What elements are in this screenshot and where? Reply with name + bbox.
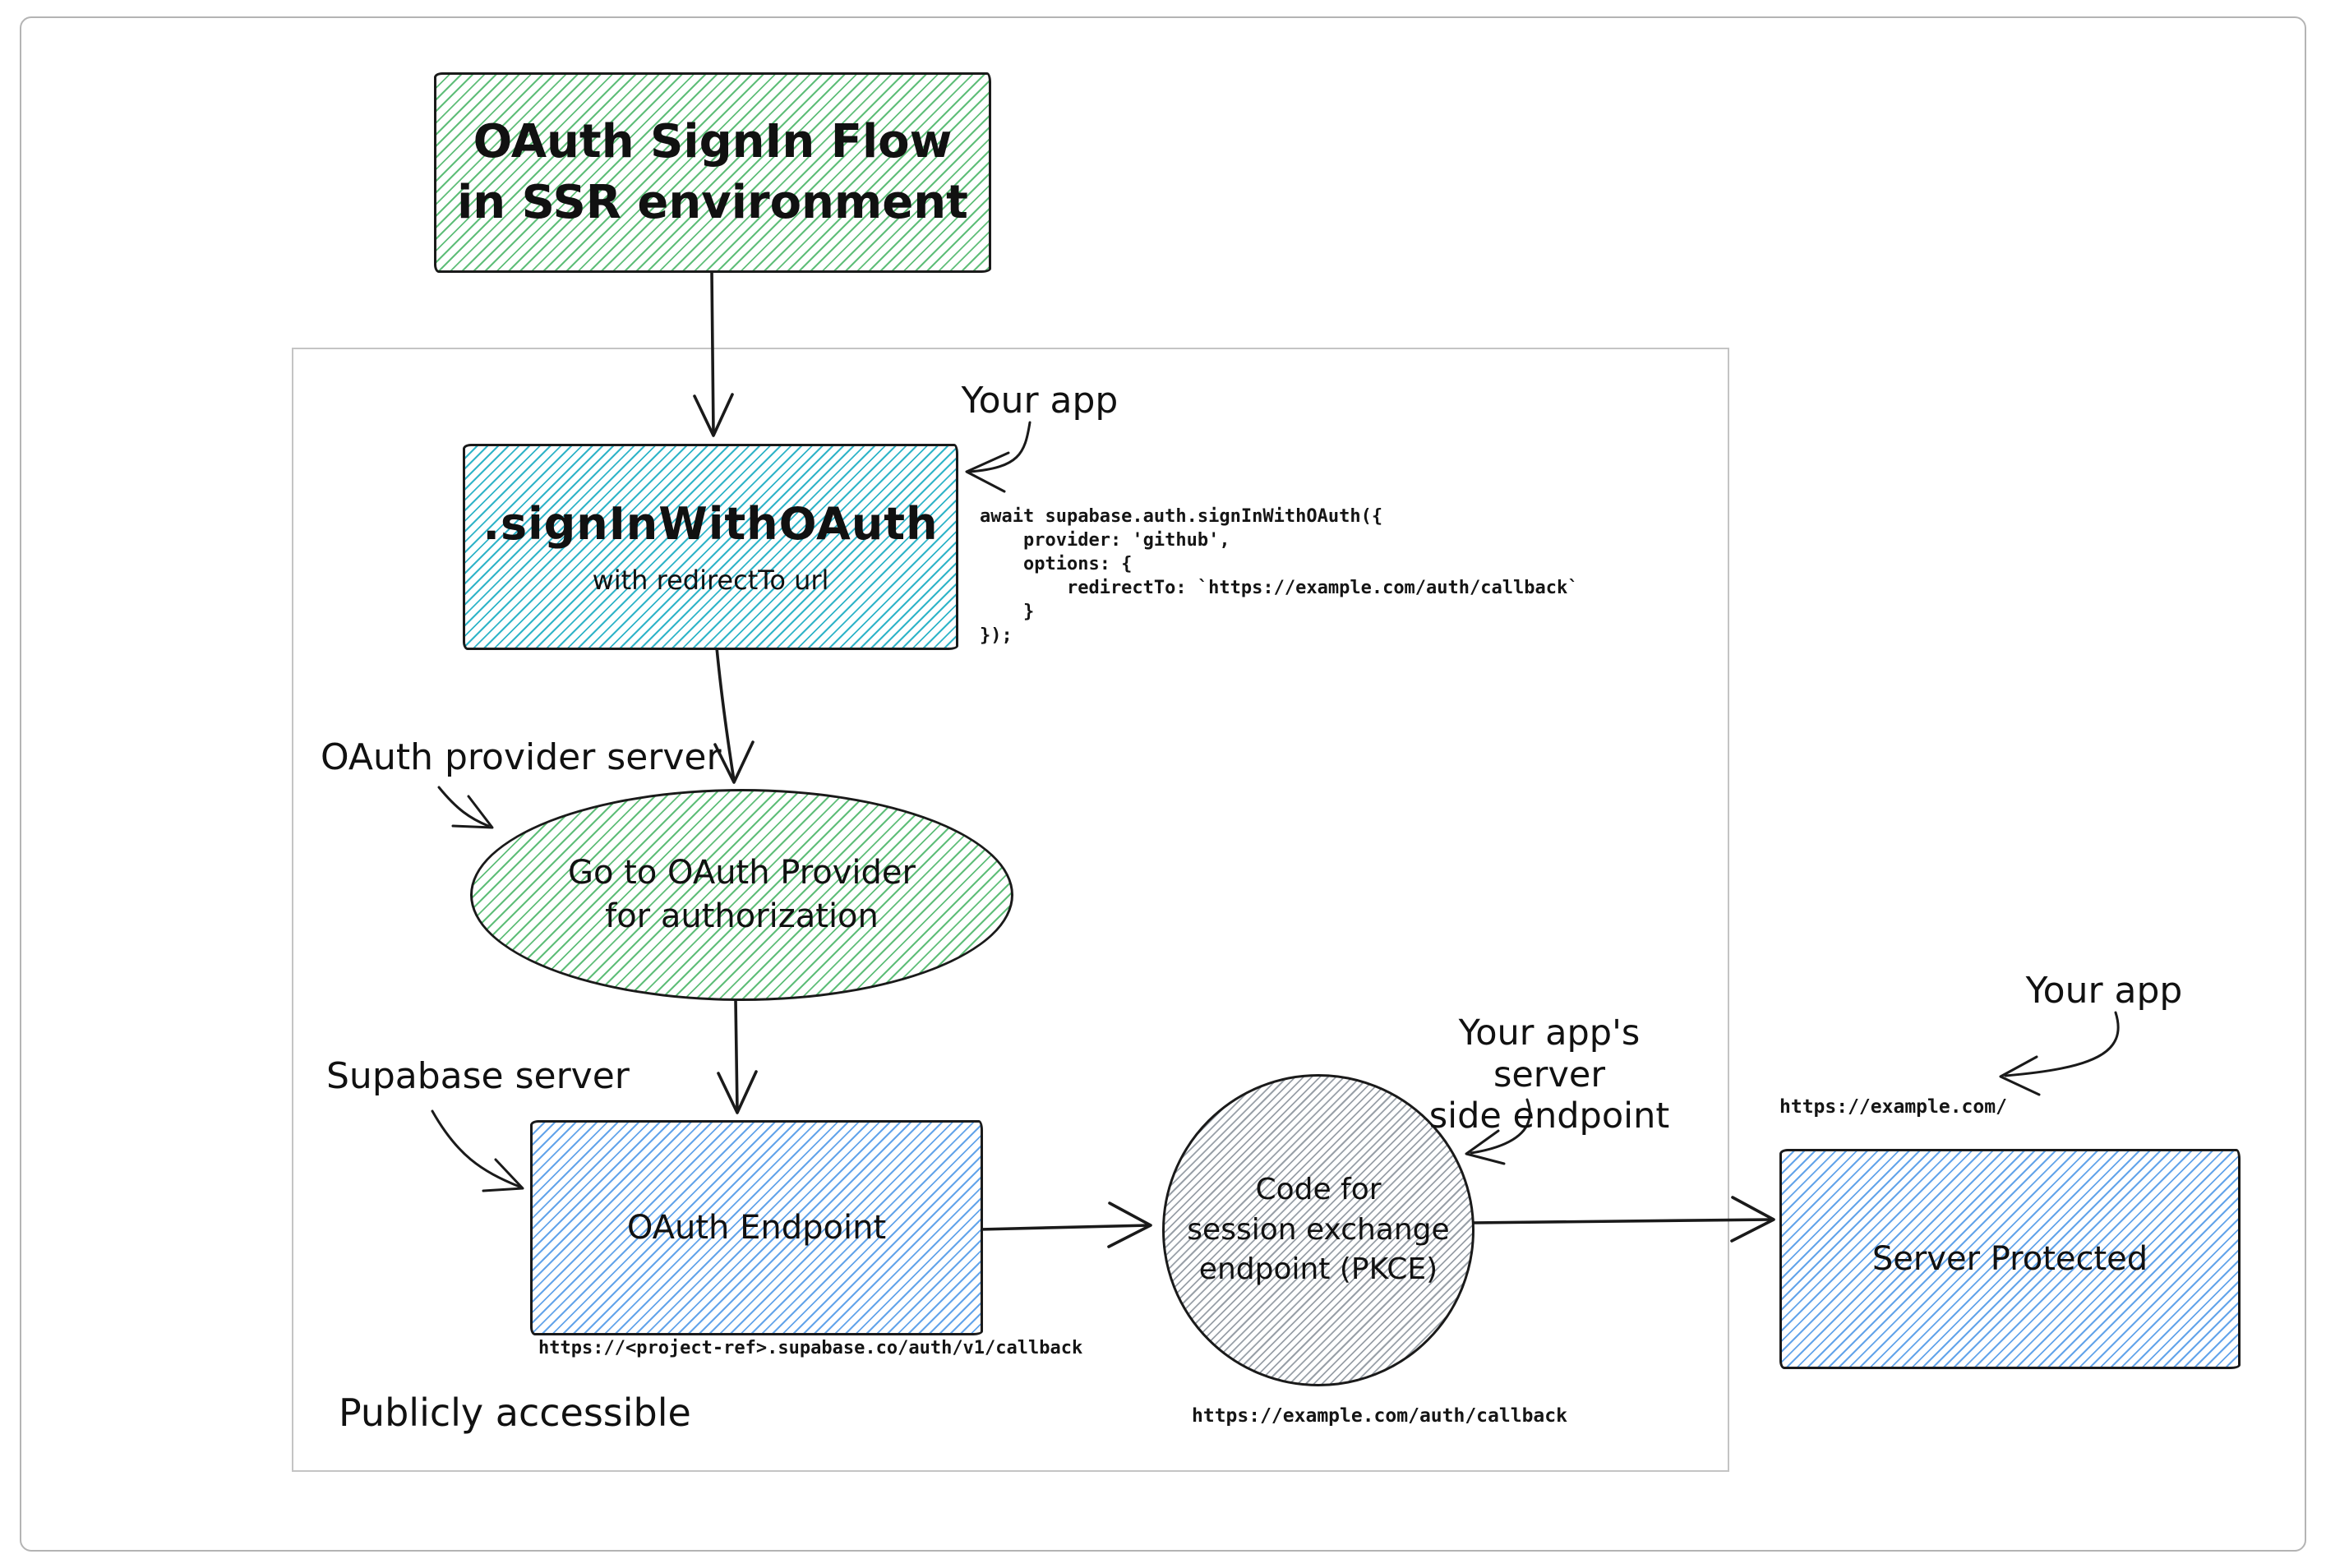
pkce-line-2: session exchange	[1187, 1212, 1450, 1247]
label-publicly-accessible: Publicly accessible	[339, 1390, 691, 1435]
label-oauth-provider-server: OAuth provider server	[321, 736, 722, 778]
publicly-accessible-region	[292, 348, 1729, 1472]
code-line: }	[980, 602, 1035, 622]
signin-subtitle: with redirectTo url	[592, 565, 829, 596]
signin-with-oauth-node: .signInWithOAuth with redirectTo url	[463, 444, 958, 650]
pkce-line-3: endpoint (PKCE)	[1198, 1252, 1438, 1287]
protected-title: Server Protected	[1871, 1240, 2148, 1278]
provider-line-1: Go to OAuth Provider	[568, 854, 916, 892]
provider-line-2: for authorization	[605, 897, 879, 935]
label-your-app-right: Your app	[2025, 970, 2183, 1012]
endpoint-title: OAuth Endpoint	[626, 1209, 887, 1247]
oauth-provider-node: Go to OAuth Provider for authorization	[470, 789, 1013, 1001]
protected-url: https://example.com/	[1779, 1096, 2007, 1118]
label-your-app-top: Your app	[961, 380, 1119, 422]
title-line-2: in SSR environment	[457, 176, 968, 229]
server-protected-node: Server Protected	[1779, 1149, 2241, 1369]
endpoint-url: https://<project-ref>.supabase.co/auth/v…	[538, 1338, 1083, 1358]
title-node: OAuth SignIn Flow in SSR environment	[434, 72, 991, 273]
label-app-server-line-1: Your app's server	[1458, 1012, 1641, 1095]
label-app-server-line-2: side endpoint	[1428, 1095, 1670, 1137]
code-line: provider: 'github',	[980, 530, 1230, 551]
code-line: options: {	[980, 554, 1133, 574]
title-line-1: OAuth SignIn Flow	[473, 115, 953, 169]
pkce-line-1: Code for	[1255, 1173, 1382, 1207]
code-line: redirectTo: `https://example.com/auth/ca…	[980, 578, 1579, 598]
code-line: await supabase.auth.signInWithOAuth({	[980, 506, 1383, 527]
code-line: });	[980, 625, 1013, 646]
oauth-endpoint-node: OAuth Endpoint	[530, 1120, 983, 1335]
page-border	[20, 16, 2306, 1552]
label-supabase-server: Supabase server	[326, 1055, 630, 1097]
signin-title: .signInWithOAuth	[482, 498, 939, 550]
pkce-exchange-node: Code for session exchange endpoint (PKCE…	[1162, 1074, 1475, 1386]
label-app-server-endpoint: Your app's server side endpoint	[1405, 1012, 1693, 1137]
pkce-url: https://example.com/auth/callback	[1192, 1405, 1567, 1427]
signin-code-snippet: await supabase.auth.signInWithOAuth({ pr…	[980, 505, 1578, 648]
